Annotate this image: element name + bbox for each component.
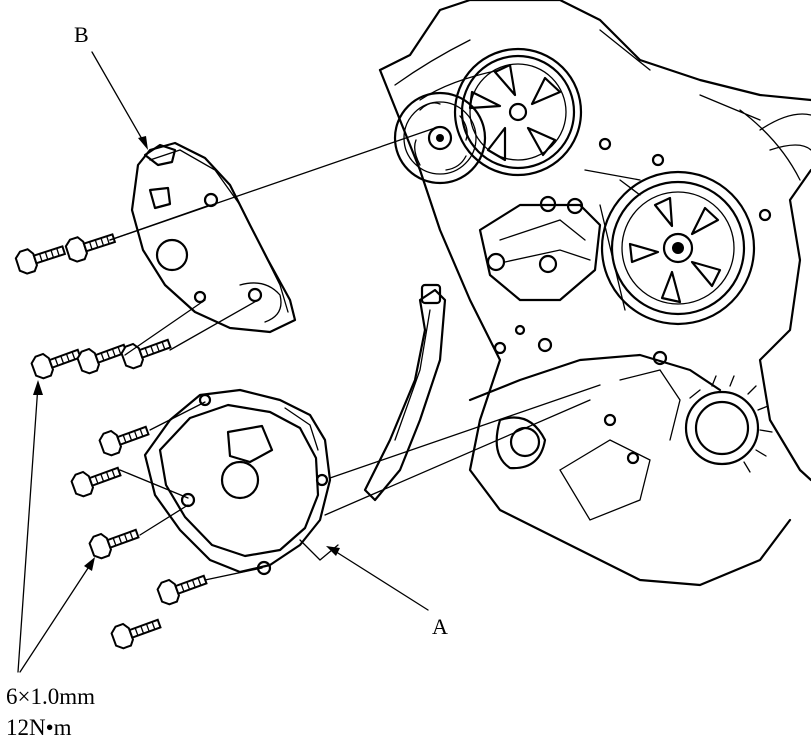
bolt-upper-2	[64, 233, 117, 263]
dipstick-tube	[363, 283, 447, 502]
bolt-lower-3	[88, 528, 140, 560]
leader-arrow-spec-upper	[17, 380, 43, 673]
alignment-lines	[109, 127, 601, 581]
leader-arrow-spec-lower	[19, 557, 95, 673]
leader-arrow-b	[91, 51, 148, 150]
engine-mount-bracket	[478, 195, 602, 302]
cover-a-label: A	[432, 614, 448, 639]
crankshaft-sprocket	[684, 375, 773, 473]
power-steering-pulley	[453, 47, 583, 177]
bolt-lower-1	[98, 425, 150, 457]
bolt-mid-1	[30, 348, 82, 380]
bolt-lower-2	[70, 466, 122, 498]
cover-b-label: B	[74, 22, 89, 47]
lower-timing-cover	[143, 388, 339, 576]
idler-pulley	[393, 91, 487, 185]
bolt-lower-4	[156, 574, 208, 606]
alternator-pulley	[600, 170, 756, 326]
bolt-lower-5	[110, 618, 162, 650]
upper-timing-cover	[130, 141, 297, 334]
bolt-mid-3	[120, 338, 172, 370]
engine-block	[363, 0, 811, 587]
leader-arrow-a	[326, 546, 429, 611]
bolt-size-spec: 6×1.0mm	[6, 684, 96, 709]
bolt-upper-1	[14, 245, 67, 275]
bolt-mid-2	[76, 343, 128, 375]
bolt-torque-spec: 12N•m	[6, 715, 72, 740]
